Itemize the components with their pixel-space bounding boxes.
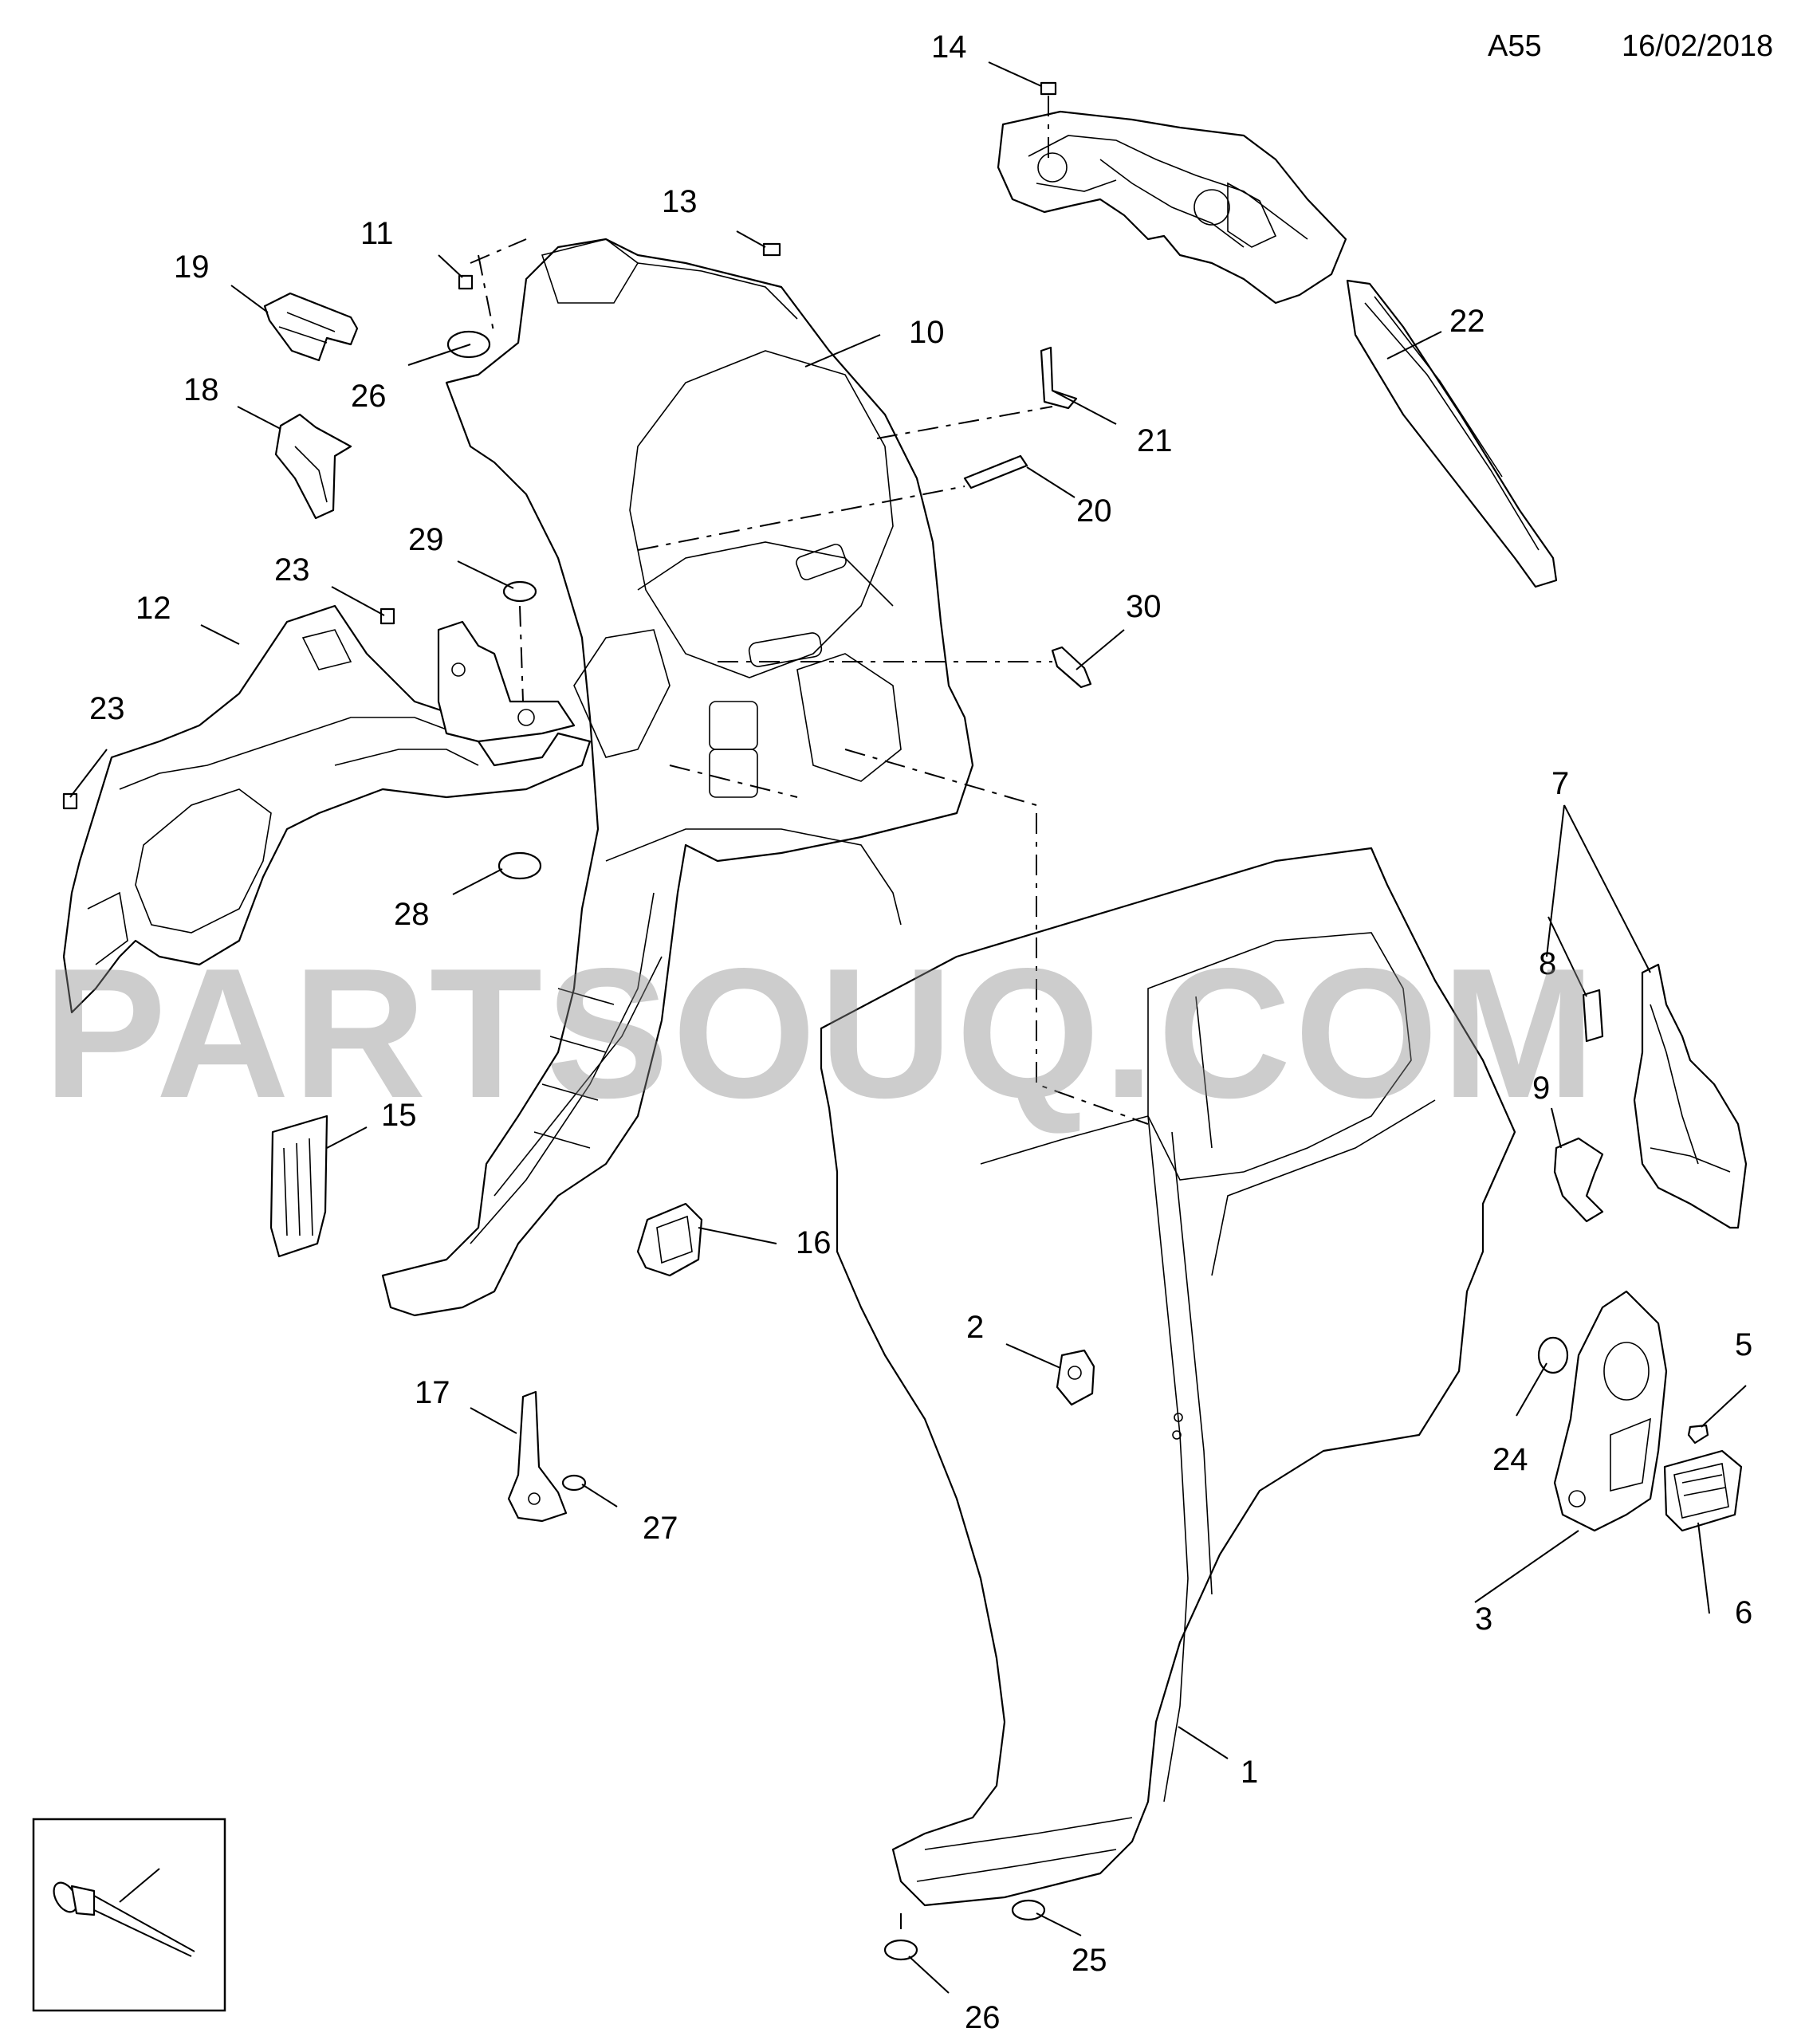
- part-25-pad[interactable]: [1011, 1899, 1046, 1921]
- callout-28[interactable]: 28: [394, 897, 430, 932]
- callout-8[interactable]: 8: [1539, 946, 1556, 981]
- part-12-wheel-housing[interactable]: [62, 604, 592, 1014]
- callout-5[interactable]: 5: [1735, 1327, 1752, 1362]
- callout-23-upper[interactable]: 23: [274, 552, 310, 588]
- callout-22[interactable]: 22: [1449, 304, 1485, 339]
- part-22-strip[interactable]: [1346, 279, 1558, 588]
- callout-25[interactable]: 25: [1072, 1943, 1107, 1978]
- part-15-lower-plate[interactable]: [269, 1114, 328, 1258]
- diagram-code: A55: [1488, 29, 1542, 63]
- callout-23-lower[interactable]: 23: [89, 691, 125, 726]
- watermark: PARTSOUQ.COM: [43, 930, 1599, 1137]
- part-1-outer-panel[interactable]: [820, 847, 1516, 1907]
- part-16-bracket[interactable]: [636, 1202, 703, 1277]
- callout-14[interactable]: 14: [931, 29, 967, 65]
- callout-27[interactable]: 27: [643, 1511, 678, 1546]
- callout-2[interactable]: 2: [966, 1310, 984, 1345]
- part-28-plug[interactable]: [497, 851, 542, 880]
- callout-10[interactable]: 10: [909, 315, 945, 350]
- diagram-date: 16/02/2018: [1622, 29, 1773, 63]
- callout-1[interactable]: 1: [1241, 1755, 1258, 1790]
- part-24-plug[interactable]: [1537, 1336, 1569, 1374]
- part-8-bracket[interactable]: [1582, 989, 1604, 1043]
- callout-29[interactable]: 29: [408, 522, 444, 557]
- callout-9[interactable]: 9: [1532, 1071, 1550, 1106]
- part-14-nut[interactable]: [1040, 81, 1057, 96]
- rivet-icon[interactable]: [49, 1879, 195, 1957]
- callout-21[interactable]: 21: [1137, 423, 1173, 458]
- part-23-clip-lower[interactable]: [62, 792, 78, 810]
- callout-16[interactable]: 16: [796, 1225, 832, 1260]
- part-13-nut[interactable]: [762, 242, 781, 257]
- callout-18[interactable]: 18: [183, 372, 219, 407]
- part-29-plug[interactable]: [502, 580, 537, 603]
- part-6-fuel-door[interactable]: [1663, 1449, 1743, 1532]
- part-17-bracket[interactable]: [507, 1390, 568, 1523]
- part-14-panel[interactable]: [997, 110, 1347, 305]
- part-21-bracket[interactable]: [1040, 346, 1078, 410]
- part-10-inner-panel[interactable]: [381, 238, 974, 1317]
- callout-3[interactable]: 3: [1475, 1602, 1492, 1637]
- callout-24[interactable]: 24: [1492, 1442, 1528, 1477]
- part-9-bracket[interactable]: [1553, 1137, 1604, 1223]
- part-23-clip-upper[interactable]: [379, 607, 395, 625]
- part-30-bracket[interactable]: [1051, 646, 1092, 689]
- callout-20[interactable]: 20: [1076, 493, 1112, 529]
- part-5-clip[interactable]: [1687, 1424, 1709, 1445]
- part-11-nut[interactable]: [458, 274, 474, 290]
- callout-26-lower[interactable]: 26: [965, 2000, 1001, 2035]
- part-20-bracket[interactable]: [963, 454, 1028, 489]
- inset-box: [32, 1818, 226, 2012]
- callout-7[interactable]: 7: [1551, 766, 1569, 801]
- callout-26-upper[interactable]: 26: [351, 379, 387, 414]
- part-26-pad-lower[interactable]: [883, 1939, 918, 1961]
- callout-17[interactable]: 17: [415, 1375, 450, 1410]
- part-7-panel[interactable]: [1633, 963, 1748, 1229]
- callout-11[interactable]: 11: [360, 216, 394, 251]
- callout-30[interactable]: 30: [1126, 589, 1162, 624]
- callout-6[interactable]: 6: [1735, 1595, 1752, 1630]
- part-27-nut[interactable]: [561, 1474, 587, 1492]
- part-3-filler-housing[interactable]: [1553, 1290, 1668, 1532]
- part-29-bracket[interactable]: [437, 620, 576, 743]
- callout-19[interactable]: 19: [174, 250, 210, 285]
- callout-13[interactable]: 13: [662, 184, 698, 219]
- part-18-bracket[interactable]: [274, 413, 352, 520]
- callout-15[interactable]: 15: [381, 1098, 417, 1133]
- callout-12[interactable]: 12: [136, 591, 171, 626]
- part-19-bracket[interactable]: [263, 292, 359, 362]
- part-2-plate[interactable]: [1056, 1349, 1095, 1406]
